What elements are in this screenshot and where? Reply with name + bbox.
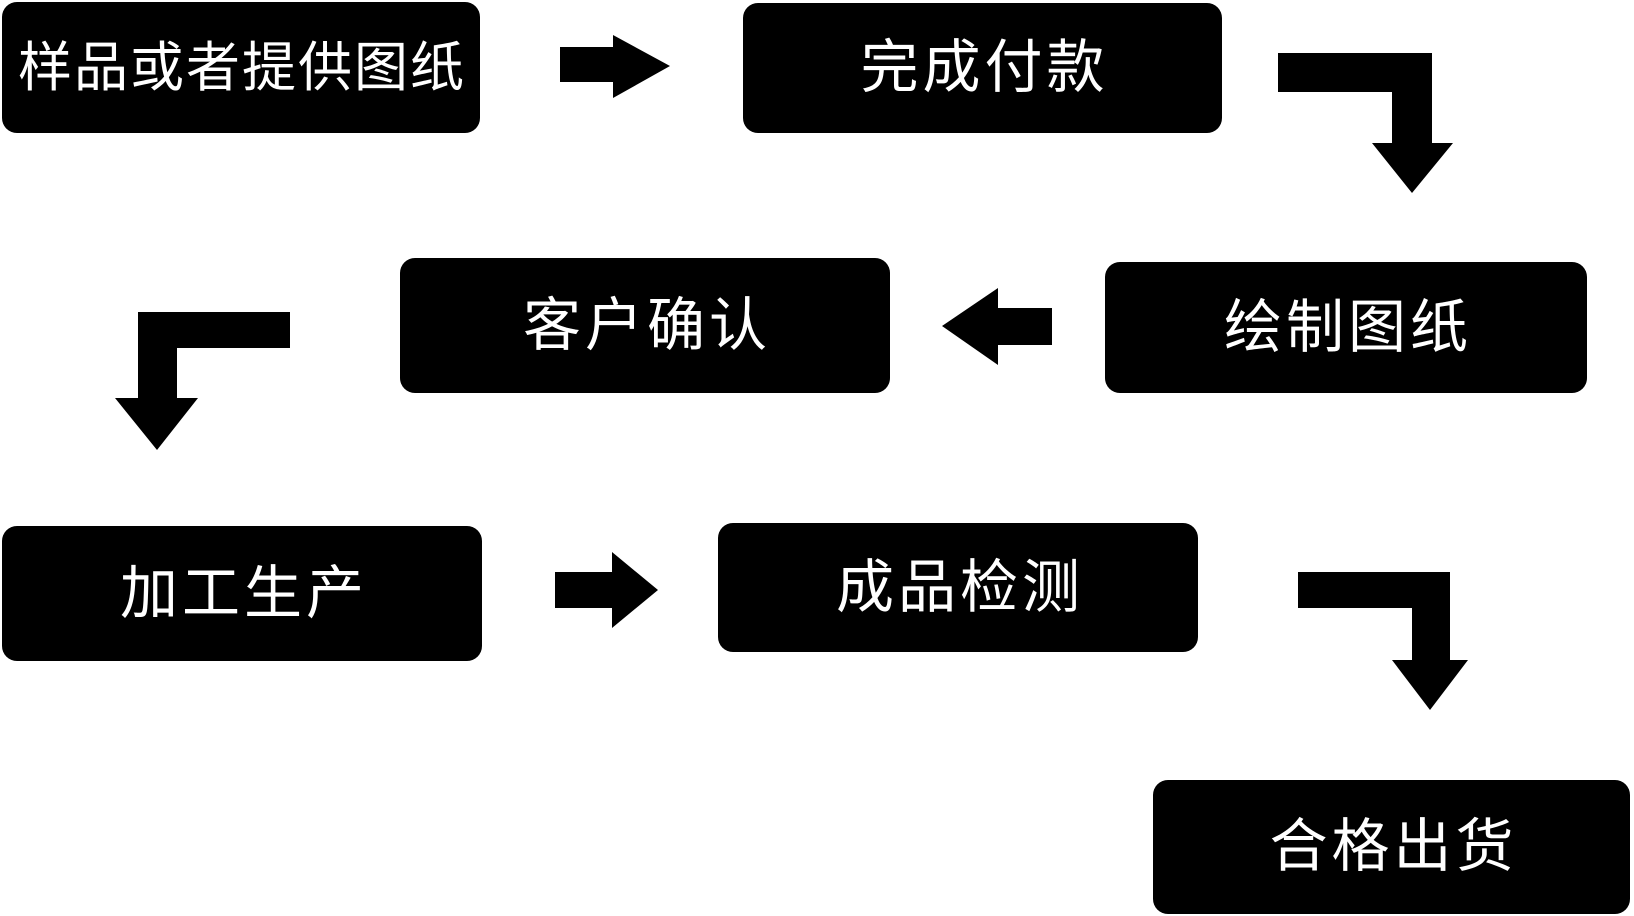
arrow-left-icon xyxy=(942,288,1052,365)
node-product-inspection: 成品检测 xyxy=(718,523,1198,652)
node-label: 完成付款 xyxy=(860,35,1109,100)
node-label: 成品检测 xyxy=(835,554,1084,620)
node-label: 合格出货 xyxy=(1269,814,1518,879)
node-draw-drawing: 绘制图纸 xyxy=(1105,262,1587,393)
node-label: 样品或者提供图纸 xyxy=(18,37,466,98)
node-complete-payment: 完成付款 xyxy=(743,3,1222,133)
node-customer-confirmation: 客户确认 xyxy=(400,258,890,393)
node-qualified-shipment: 合格出货 xyxy=(1153,780,1630,914)
arrow-elbow-down-icon xyxy=(1278,53,1453,193)
arrow-elbow-down-left-icon xyxy=(115,312,290,450)
node-label: 加工生产 xyxy=(119,560,368,626)
arrow-elbow-down-icon xyxy=(1298,572,1468,710)
arrow-right-icon xyxy=(555,552,658,628)
node-processing-production: 加工生产 xyxy=(2,526,482,661)
node-sample-or-drawing: 样品或者提供图纸 xyxy=(2,2,480,133)
arrow-right-icon xyxy=(560,35,670,98)
node-label: 绘制图纸 xyxy=(1223,294,1472,360)
node-label: 客户确认 xyxy=(522,292,771,358)
